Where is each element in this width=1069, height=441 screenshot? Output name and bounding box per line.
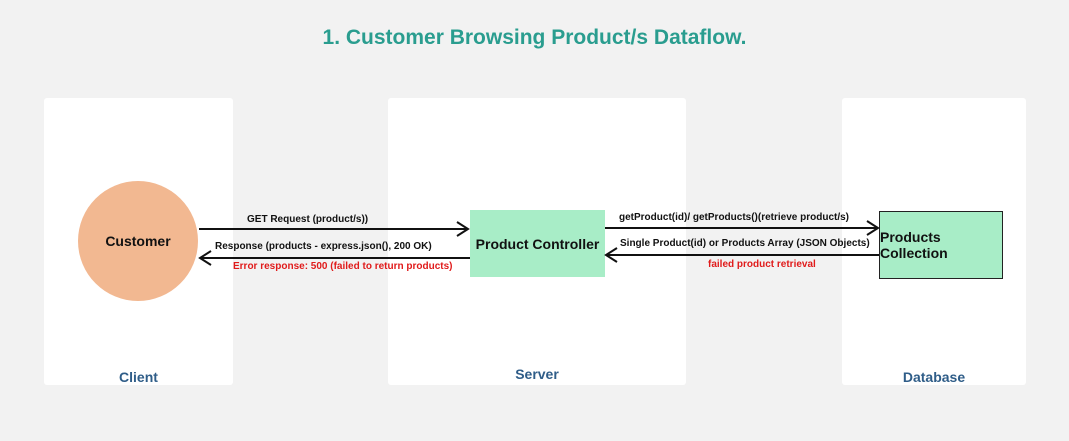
products-collection-node: Products Collection (879, 211, 1003, 279)
server-panel-label: Server (515, 366, 559, 382)
db-failed-label: failed product retrieval (708, 259, 816, 270)
customer-node: Customer (78, 181, 198, 301)
get-request-label: GET Request (product/s)) (247, 214, 369, 225)
client-panel-label: Client (119, 369, 158, 385)
response-arrowhead (198, 250, 212, 266)
response-label: Response (products - express.json(), 200… (215, 241, 432, 252)
customer-node-label: Customer (105, 233, 171, 249)
products-collection-label: Products Collection (880, 229, 948, 261)
product-controller-label: Product Controller (475, 235, 600, 252)
get-request-arrowhead (456, 221, 470, 237)
db-query-arrowhead (866, 220, 880, 236)
db-result-label: Single Product(id) or Products Array (JS… (620, 238, 870, 249)
error-response-label: Error response: 500 (failed to return pr… (233, 261, 453, 272)
db-result-arrowhead (604, 247, 618, 263)
db-query-label: getProduct(id)/ getProducts()(retrieve p… (619, 212, 850, 223)
database-panel-label: Database (902, 369, 966, 385)
product-controller-node: Product Controller (470, 210, 605, 277)
diagram-title: 1. Customer Browsing Product/s Dataflow. (322, 26, 747, 49)
